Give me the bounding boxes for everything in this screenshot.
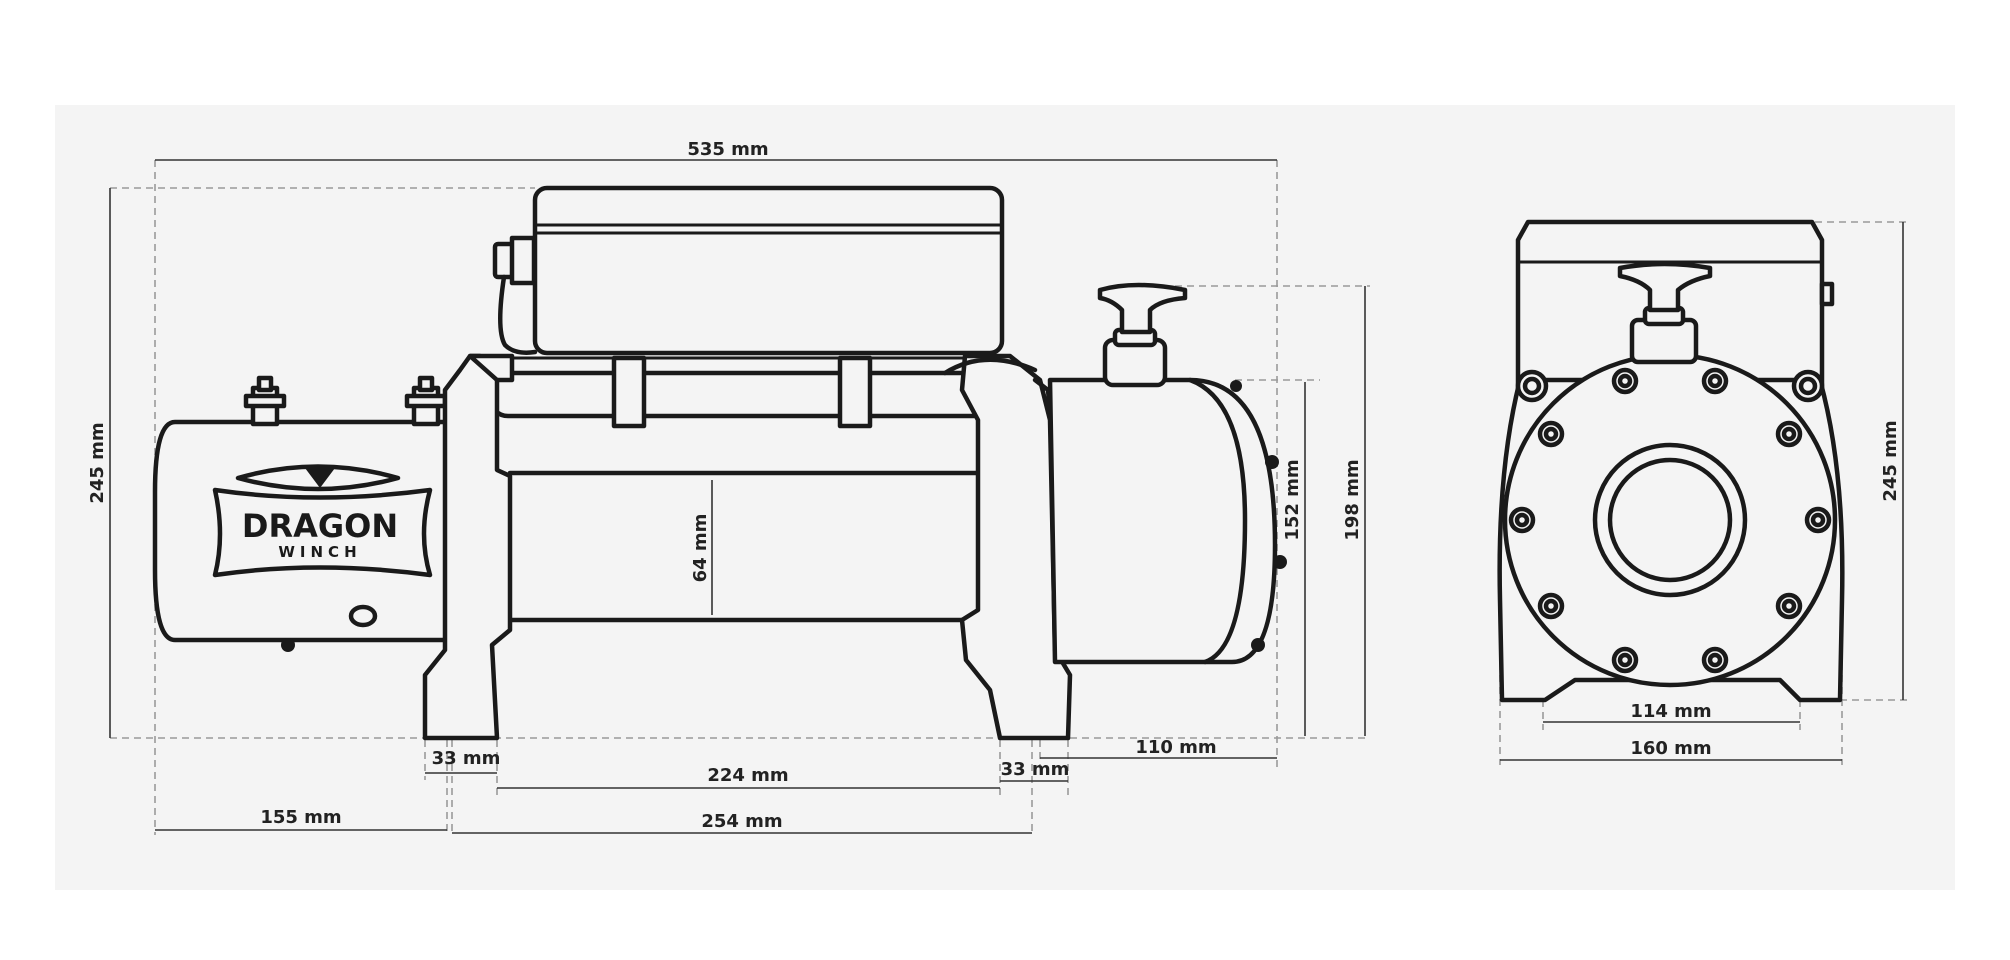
front-reference-lines: [1499, 221, 1910, 765]
dim-front-bolt-spacing: 114 mm: [1630, 701, 1711, 722]
tie-bar-clamp-right: [837, 355, 873, 429]
control-box: [532, 185, 1005, 356]
dim-drum-diameter: 64 mm: [690, 514, 711, 583]
brand-sub: WINCH: [278, 543, 361, 561]
dim-mount-span: 254 mm: [701, 811, 782, 832]
dim-drum-length: 224 mm: [707, 765, 788, 786]
dim-gearbox-offset: 110 mm: [1135, 737, 1216, 758]
front-clutch-handle: [1617, 261, 1713, 365]
motor: [152, 419, 458, 643]
brand-logo: DRAGON WINCH: [212, 464, 433, 578]
tie-bar: [487, 370, 995, 419]
brand-name: DRAGON: [242, 507, 398, 545]
terminal-post-right: [404, 375, 448, 427]
side-view: DRAGON WINCH: [87, 139, 1370, 835]
dim-motor-length: 155 mm: [260, 807, 341, 828]
dim-overall-height: 245 mm: [87, 422, 108, 503]
control-cable: [497, 274, 538, 355]
side-dimensions: [109, 159, 1366, 834]
motor-vent: [348, 604, 378, 628]
front-view: 245 mm 114 mm 160 mm: [1497, 219, 1910, 765]
left-end-bracket: [422, 353, 513, 741]
dim-overall-length: 535 mm: [687, 139, 768, 160]
dim-front-height: 245 mm: [1880, 420, 1901, 501]
gearbox: [1047, 377, 1278, 665]
cable-socket: [509, 235, 537, 286]
motor-bolt: [281, 638, 295, 652]
flange-bolts: [1508, 367, 1832, 674]
dim-foot-width-right: 33 mm: [1001, 759, 1070, 780]
dim-height-to-handle: 198 mm: [1342, 459, 1363, 540]
right-end-bracket: [959, 353, 1073, 741]
front-hub: [1592, 442, 1748, 598]
cable-drum: [497, 470, 991, 623]
dim-front-width: 160 mm: [1630, 738, 1711, 759]
dim-foot-width-left: 33 mm: [432, 748, 501, 769]
tie-bar-clamp-left: [611, 355, 647, 429]
clutch-handle: [1097, 282, 1188, 388]
dim-gearbox-height: 152 mm: [1282, 459, 1303, 540]
terminal-post-left: [243, 375, 287, 427]
